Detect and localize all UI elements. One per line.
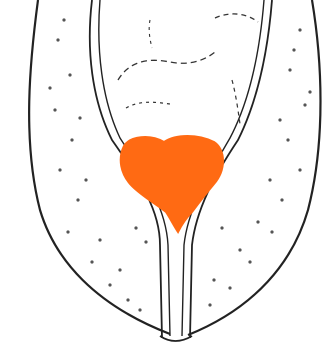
stipple-dot <box>76 198 79 201</box>
stipple-dot <box>84 178 87 181</box>
root-apex <box>160 336 192 341</box>
stipple-dot <box>90 260 93 263</box>
stipple-dot <box>66 230 69 233</box>
stipple-dot <box>248 260 251 263</box>
stipple-dot <box>278 118 281 121</box>
stipple-dot <box>270 230 273 233</box>
stipple-dot <box>70 138 73 141</box>
stipple-dot <box>144 240 147 243</box>
stipple-dot <box>256 220 259 223</box>
stipple-dot <box>298 28 301 31</box>
stipple-dot <box>280 198 283 201</box>
stipple-dot <box>238 248 241 251</box>
stipple-dot <box>48 86 51 89</box>
pulp-line-1 <box>118 52 215 80</box>
stipple-dot <box>108 283 111 286</box>
stipple-dot <box>220 226 223 229</box>
stipple-dot <box>298 168 301 171</box>
stipple-dot <box>68 73 71 76</box>
stipple-dot <box>58 168 61 171</box>
stipple-dot <box>303 103 306 106</box>
pulp-line-2 <box>215 14 258 22</box>
pulp-line-3 <box>126 102 170 108</box>
stipple-dot <box>212 278 215 281</box>
stipple-dot <box>308 90 311 93</box>
stipple-dot <box>138 308 141 311</box>
stipple-dot <box>118 268 121 271</box>
stipple-dot <box>78 116 81 119</box>
stipple-dot <box>98 238 101 241</box>
stipple-dot <box>53 108 56 111</box>
stipple-dot <box>228 286 231 289</box>
stipple-dot <box>126 298 129 301</box>
stipple-dot <box>56 38 59 41</box>
stipple-dot <box>268 178 271 181</box>
orange-mark <box>121 136 223 232</box>
stipple-dot <box>288 68 291 71</box>
stipple-dot <box>292 48 295 51</box>
stipple-dot <box>208 303 211 306</box>
stipple-dot <box>134 226 137 229</box>
pulp-line-5 <box>149 20 152 48</box>
stipple-dot <box>62 18 65 21</box>
stipple-dot <box>286 138 289 141</box>
